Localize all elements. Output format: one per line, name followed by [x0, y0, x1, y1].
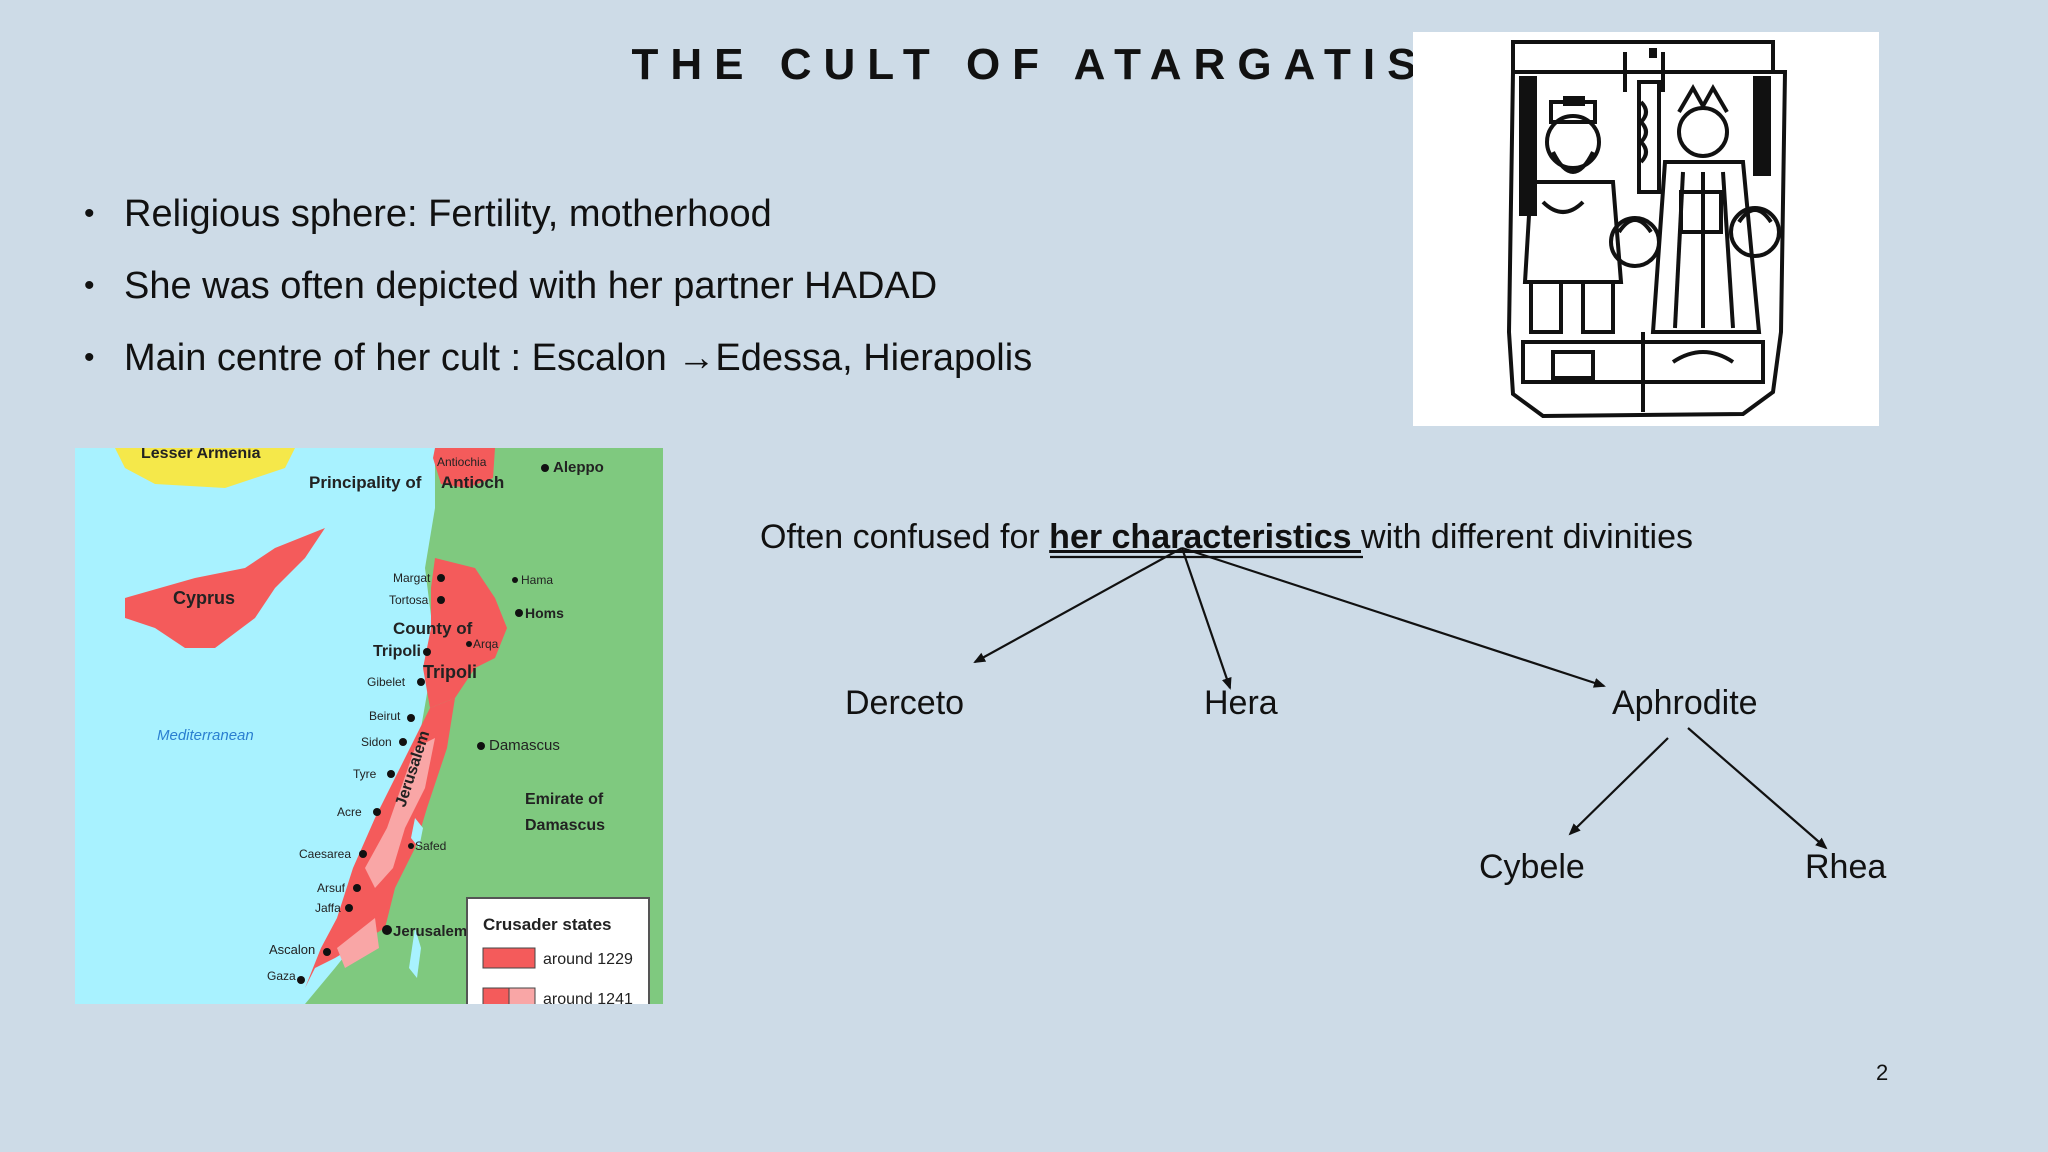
node-rhea: Rhea [1805, 848, 1887, 886]
map-label-safed: Safed [415, 839, 446, 853]
map-label-gaza: Gaza [267, 969, 296, 983]
map-label-acre: Acre [337, 805, 362, 819]
node-derceto: Derceto [845, 684, 965, 722]
legend-swatch-1241-dark [482, 987, 510, 1004]
intro-before: Often confused for [760, 518, 1050, 556]
map-label-county-of: County of [393, 619, 473, 638]
map-label-principality: Principality of [309, 473, 422, 492]
map-label-margat: Margat [393, 571, 431, 585]
map-label-emirate-damascus: Damascus [525, 817, 605, 834]
map-label-arsuf: Arsuf [317, 881, 346, 895]
relief-illustration [1413, 32, 1879, 426]
intro-emphasis: her characteristics [1049, 518, 1362, 556]
bullet-text: Religious sphere: Fertility, motherhood [124, 193, 772, 235]
node-aphrodite: Aphrodite [1612, 684, 1758, 722]
map-label-homs: Homs [525, 605, 564, 621]
map-label-gibelet: Gibelet [367, 675, 406, 689]
slide-title: THE CULT OF ATARGATIS [631, 40, 1429, 89]
map-label-antiochia: Antiochia [437, 455, 487, 469]
map-label-tyre: Tyre [353, 767, 377, 781]
map-label-mediterranean: Mediterranean [157, 727, 254, 744]
bullet-item: • Main centre of her cult : Escalon →Edes… [84, 328, 1032, 400]
bullet-dot: • [84, 341, 95, 374]
page-number: 2 [1876, 1060, 1889, 1085]
relief-drawing [1506, 40, 1788, 419]
arrow-to-hera [1180, 547, 1232, 690]
bullet-list: • Religious sphere: Fertility, motherhood… [84, 184, 1032, 400]
map-label-tripoli-county: Tripoli [423, 662, 477, 682]
map-label-damascus: Damascus [489, 737, 560, 754]
arrow-to-aphrodite [1181, 546, 1606, 688]
bullet-dot: • [84, 197, 95, 230]
legend-item-1241: around 1241 [543, 991, 633, 1004]
bullet-item: • She was often depicted with her partner… [84, 256, 1032, 328]
node-cybele: Cybele [1479, 848, 1585, 886]
map-label-lesser-armenia: Lesser Armenia [141, 448, 261, 462]
map-label-tripoli-city: Tripoli [373, 643, 421, 660]
bullet-text: Main centre of her cult : Escalon →Edess… [124, 337, 1033, 379]
map-label-tortosa: Tortosa [389, 593, 429, 607]
bullet-dot: • [84, 269, 95, 302]
map-label-hama: Hama [521, 573, 553, 587]
map-label-arqa: Arqa [473, 637, 499, 651]
bullet-item: • Religious sphere: Fertility, motherhood [84, 184, 1032, 256]
map-label-caesarea: Caesarea [299, 847, 351, 861]
map-legend: Crusader states around 1229 around 1241 [466, 897, 650, 1004]
legend-item-1229: around 1229 [543, 951, 633, 968]
legend-swatch-1241-light [508, 987, 536, 1004]
legend-title: Crusader states [483, 915, 612, 934]
crusader-states-map: Lesser Armenia Principality of Antioch A… [75, 448, 663, 1004]
arrow-to-cybele [1568, 737, 1669, 836]
bullet-text: She was often depicted with her partner … [124, 265, 938, 307]
map-label-antioch: Antioch [441, 473, 504, 492]
map-label-jerusalem-city: Jerusalem [393, 923, 467, 940]
map-label-beirut: Beirut [369, 709, 401, 723]
map-label-aleppo: Aleppo [553, 459, 604, 476]
map-label-sidon: Sidon [361, 735, 392, 749]
map-label-cyprus: Cyprus [173, 588, 235, 608]
legend-swatch-1229 [482, 947, 536, 969]
arrow-to-derceto [973, 547, 1183, 663]
diagram-intro: Often confused for her characteristics w… [760, 518, 1693, 557]
map-label-ascalon: Ascalon [269, 942, 315, 957]
intro-after: with different divinities [1361, 518, 1693, 556]
node-hera: Hera [1204, 684, 1278, 722]
map-label-jaffa: Jaffa [315, 901, 341, 915]
map-label-emirate-of: Emirate of [525, 791, 604, 808]
arrow-to-rhea [1687, 727, 1828, 850]
map-svg: Lesser Armenia Principality of Antioch A… [115, 448, 663, 1004]
